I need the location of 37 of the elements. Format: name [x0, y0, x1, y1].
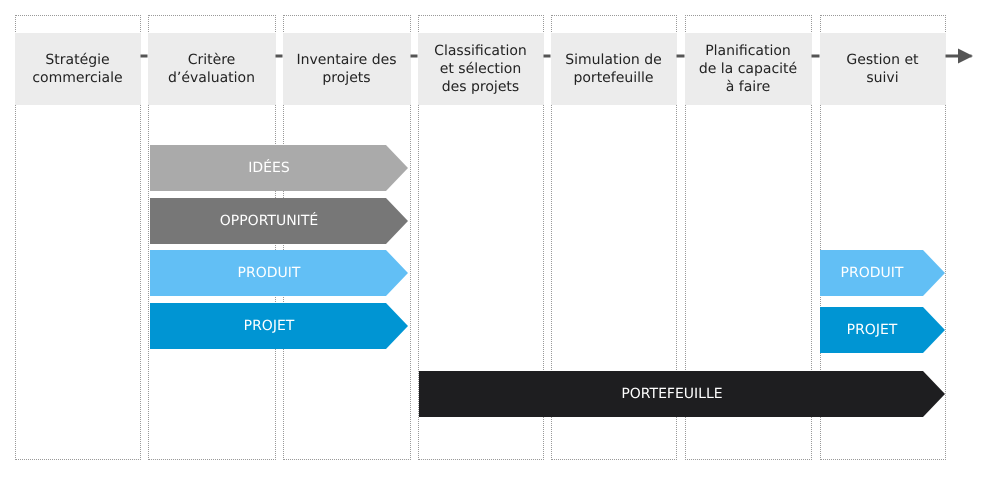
chevron-banner — [150, 198, 408, 244]
step-label: Gestion et suivi — [845, 51, 920, 87]
step-header — [148, 33, 276, 105]
chevron-label: IDÉES — [248, 160, 291, 176]
phase-column — [820, 15, 946, 460]
step-label: Critère d’évaluation — [167, 51, 256, 87]
chevron-banner — [150, 250, 408, 296]
connector-line — [676, 54, 684, 58]
step-header — [282, 33, 410, 105]
step-header — [14, 33, 140, 105]
step-label: Simulation de portefeuille — [564, 51, 663, 87]
step-header — [418, 33, 544, 105]
chevron-label: PROJET — [244, 318, 296, 334]
chevron-label: PRODUIT — [238, 265, 302, 281]
chevron-banner — [419, 371, 945, 417]
step-label: Planification de la capacité à faire — [698, 42, 798, 96]
chevron-banner — [150, 303, 408, 349]
arrow — [946, 48, 973, 64]
chevron-banner — [150, 145, 408, 191]
connector-line — [812, 54, 820, 58]
chevron-label: OPPORTUNITÉ — [220, 213, 320, 229]
chevron-banner — [820, 306, 944, 352]
step-header — [684, 33, 812, 105]
step-label: Classification et sélection des projets — [433, 42, 528, 96]
step-header — [820, 33, 946, 105]
step-header — [550, 33, 676, 105]
chevron-label: PROJET — [846, 322, 898, 338]
chevron-label: PRODUIT — [840, 264, 904, 280]
chevron-banner — [820, 250, 944, 296]
connector-line — [140, 54, 148, 58]
step-label: Inventaire des projets — [295, 51, 398, 87]
step-label: Stratégie commerciale — [31, 51, 124, 87]
connector-line — [544, 54, 550, 58]
connector-line — [410, 54, 418, 58]
phase-column — [15, 15, 141, 460]
chevron-label: PORTEFEUILLE — [621, 386, 724, 402]
connector-line — [276, 54, 282, 58]
